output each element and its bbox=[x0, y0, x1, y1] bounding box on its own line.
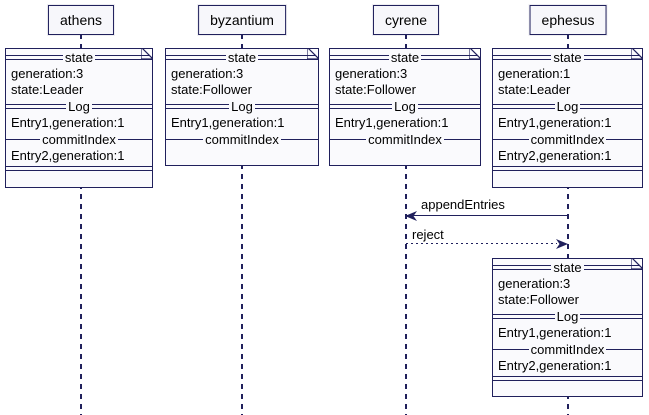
note-field-role: state:Leader bbox=[11, 82, 84, 97]
note-field-role: state:Follower bbox=[171, 82, 252, 97]
message-label-reject: reject bbox=[412, 227, 444, 242]
note-field-log-entry: Entry1,generation:1 bbox=[498, 325, 612, 340]
note-divider-log: Log bbox=[166, 98, 318, 115]
note-divider-commitindex: commitIndex bbox=[6, 131, 152, 148]
note-fold-icon bbox=[630, 49, 642, 61]
note-byzantium-state: state generation:3 state:Follower Log En… bbox=[165, 48, 319, 166]
note-section-title: Log bbox=[556, 309, 579, 324]
note-field-generation: generation:3 bbox=[335, 66, 408, 81]
participant-byzantium: byzantium bbox=[198, 5, 286, 35]
note-field-role: state:Leader bbox=[498, 82, 571, 97]
note-fold-icon bbox=[468, 49, 480, 61]
note-section-title: commitIndex bbox=[368, 132, 442, 147]
participant-cyrene: cyrene bbox=[372, 5, 440, 35]
note-cyrene-state: state generation:3 state:Follower Log En… bbox=[329, 48, 481, 166]
note-field-generation: generation:3 bbox=[171, 66, 244, 81]
message-line-reject bbox=[406, 243, 557, 245]
note-section-title: state bbox=[390, 50, 420, 65]
note-section-title: Log bbox=[394, 99, 416, 114]
note-ephesus-state: state generation:1 state:Leader Log Entr… bbox=[492, 48, 643, 188]
note-divider-commitindex: commitIndex bbox=[493, 341, 642, 358]
note-field-generation: generation:3 bbox=[11, 66, 84, 81]
note-athens-state: state generation:3 state:Leader Log Entr… bbox=[5, 48, 153, 188]
participant-ephesus: ephesus bbox=[529, 5, 607, 35]
note-divider-state: state bbox=[330, 49, 480, 66]
arrow-left-icon bbox=[405, 211, 417, 221]
note-divider-state: state bbox=[493, 49, 642, 66]
lifeline-athens bbox=[80, 34, 82, 415]
arrow-right-icon bbox=[556, 239, 568, 249]
note-field-generation: generation:1 bbox=[498, 66, 571, 81]
note-section-title: Log bbox=[231, 99, 253, 114]
note-field-log-entry: Entry1,generation:1 bbox=[498, 115, 612, 130]
lifeline-byzantium bbox=[241, 34, 243, 415]
lifeline-cyrene bbox=[405, 34, 407, 415]
participant-athens: athens bbox=[47, 5, 115, 35]
note-field-log-entry: Entry1,generation:1 bbox=[171, 115, 285, 130]
note-divider-log: Log bbox=[6, 98, 152, 115]
note-section-title: state bbox=[227, 50, 257, 65]
note-divider-log: Log bbox=[493, 98, 642, 115]
note-section-title: commitIndex bbox=[530, 132, 605, 147]
note-divider-commitindex: commitIndex bbox=[493, 131, 642, 148]
note-divider-log: Log bbox=[493, 308, 642, 325]
note-divider-end bbox=[493, 374, 642, 383]
note-field-commit-entry: Entry2,generation:1 bbox=[498, 148, 612, 163]
note-section-title: state bbox=[64, 50, 94, 65]
note-divider-state: state bbox=[166, 49, 318, 66]
message-label-appendentries: appendEntries bbox=[421, 197, 505, 212]
note-section-title: commitIndex bbox=[205, 132, 279, 147]
note-section-title: state bbox=[553, 50, 582, 65]
note-section-title: commitIndex bbox=[530, 342, 605, 357]
note-field-generation: generation:3 bbox=[498, 276, 571, 291]
note-divider-log: Log bbox=[330, 98, 480, 115]
note-fold-icon bbox=[306, 49, 318, 61]
note-divider-state: state bbox=[6, 49, 152, 66]
note-section-title: state bbox=[553, 260, 582, 275]
lifeline-ephesus bbox=[567, 34, 569, 415]
note-fold-icon bbox=[140, 49, 152, 61]
note-section-title: Log bbox=[68, 99, 90, 114]
note-ephesus-state-after: state generation:3 state:Follower Log En… bbox=[492, 258, 643, 397]
note-section-title: Log bbox=[556, 99, 579, 114]
note-section-title: commitIndex bbox=[42, 132, 116, 147]
note-divider-end bbox=[493, 164, 642, 173]
note-divider-commitindex: commitIndex bbox=[166, 131, 318, 148]
note-divider-state: state bbox=[493, 259, 642, 276]
note-field-commit-entry: Entry2,generation:1 bbox=[11, 148, 125, 163]
note-field-role: state:Follower bbox=[335, 82, 416, 97]
note-divider-commitindex: commitIndex bbox=[330, 131, 480, 148]
note-field-log-entry: Entry1,generation:1 bbox=[11, 115, 125, 130]
note-field-log-entry: Entry1,generation:1 bbox=[335, 115, 449, 130]
note-field-commit-entry: Entry2,generation:1 bbox=[498, 358, 612, 373]
note-field-role: state:Follower bbox=[498, 292, 579, 307]
note-fold-icon bbox=[630, 259, 642, 271]
note-divider-end bbox=[6, 164, 152, 173]
message-line-appendentries bbox=[407, 215, 568, 217]
